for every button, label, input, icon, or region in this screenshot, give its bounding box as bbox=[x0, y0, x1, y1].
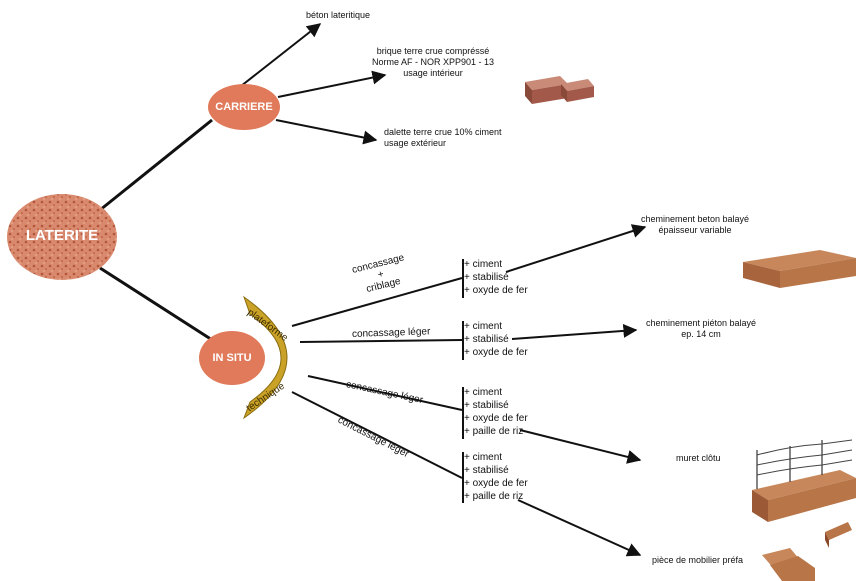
result-3: muret clôtu bbox=[676, 453, 721, 463]
insitu-node bbox=[199, 331, 265, 385]
arrow-to-result2 bbox=[511, 323, 638, 340]
dalette-line-1: dalette terre crue 10% ciment bbox=[384, 127, 502, 137]
dalette-line-2: usage extérieur bbox=[384, 138, 447, 148]
list-item: + ciment bbox=[464, 452, 503, 463]
result-2: cheminement piéton balayé ep. 14 cm bbox=[636, 318, 766, 340]
carriere-node bbox=[208, 84, 280, 130]
result-2-line-1: cheminement piéton balayé bbox=[645, 318, 757, 328]
list-item: + oxyde de fer bbox=[464, 347, 528, 358]
furniture-illustration bbox=[762, 522, 852, 581]
list-item: + stabilisé bbox=[464, 272, 509, 283]
result-2-line-2: ep. 14 cm bbox=[681, 329, 721, 339]
list-item: + stabilisé bbox=[464, 334, 509, 345]
additive-list-4: + ciment + stabilisé + oxyde de fer + pa… bbox=[464, 451, 528, 503]
list-item: + stabilisé bbox=[464, 465, 509, 476]
carriere-label: CARRIERE bbox=[215, 101, 273, 113]
insitu-label: IN SITU bbox=[212, 352, 252, 364]
list-item: + oxyde de fer bbox=[464, 285, 528, 296]
arrow-to-result3 bbox=[519, 429, 642, 464]
arrow-to-result1 bbox=[505, 224, 647, 273]
edge-to-list1 bbox=[291, 277, 463, 327]
laterite-label: LATERITE bbox=[25, 227, 99, 244]
result-1-line-2: épaisseur variable bbox=[658, 225, 732, 235]
edge-laterite-carriere bbox=[99, 118, 213, 212]
list-item: + stabilisé bbox=[464, 400, 509, 411]
slab-illustration bbox=[743, 250, 856, 288]
list-item: + paille de riz bbox=[464, 491, 524, 502]
list-item: + ciment bbox=[464, 321, 503, 332]
arrow-to-beton bbox=[235, 23, 322, 91]
arrow-to-dalette bbox=[275, 119, 378, 145]
result-1-line-1: cheminement beton balayé bbox=[640, 214, 750, 224]
output-dalette: dalette terre crue 10% ciment usage exté… bbox=[384, 127, 502, 149]
fence-wall-illustration bbox=[752, 439, 856, 522]
output-brique: brique terre crue compréssé Norme AF - N… bbox=[368, 46, 498, 79]
list-item: + ciment bbox=[464, 387, 503, 398]
additive-list-2: + ciment + stabilisé + oxyde de fer bbox=[464, 320, 528, 359]
list-item: + ciment bbox=[464, 259, 503, 270]
brique-line-3: usage intérieur bbox=[403, 68, 463, 78]
list-item: + paille de riz bbox=[464, 426, 524, 437]
arrow-to-brique bbox=[277, 70, 387, 98]
laterite-node bbox=[7, 194, 117, 280]
edge-laterite-insitu bbox=[99, 266, 221, 347]
output-beton: béton lateritique bbox=[306, 10, 371, 20]
list-item: + oxyde de fer bbox=[464, 478, 528, 489]
result-1: cheminement beton balayé épaisseur varia… bbox=[630, 214, 760, 236]
result-4: pièce de mobilier préfa bbox=[652, 555, 744, 565]
brique-line-2: Norme AF - NOR XPP901 - 13 bbox=[371, 57, 495, 67]
plateforme-technique-arc bbox=[242, 295, 288, 420]
edge-to-list3 bbox=[307, 375, 463, 411]
brick-illustration bbox=[525, 76, 594, 104]
additive-list-3: + ciment + stabilisé + oxyde de fer + pa… bbox=[464, 386, 528, 438]
edge-to-list2 bbox=[299, 339, 463, 343]
brique-line-1: brique terre crue compréssé bbox=[376, 46, 490, 56]
additive-list-1: + ciment + stabilisé + oxyde de fer bbox=[464, 258, 528, 297]
arrow-to-result4 bbox=[517, 499, 642, 557]
list-item: + oxyde de fer bbox=[464, 413, 528, 424]
edge-to-list4 bbox=[291, 391, 463, 479]
